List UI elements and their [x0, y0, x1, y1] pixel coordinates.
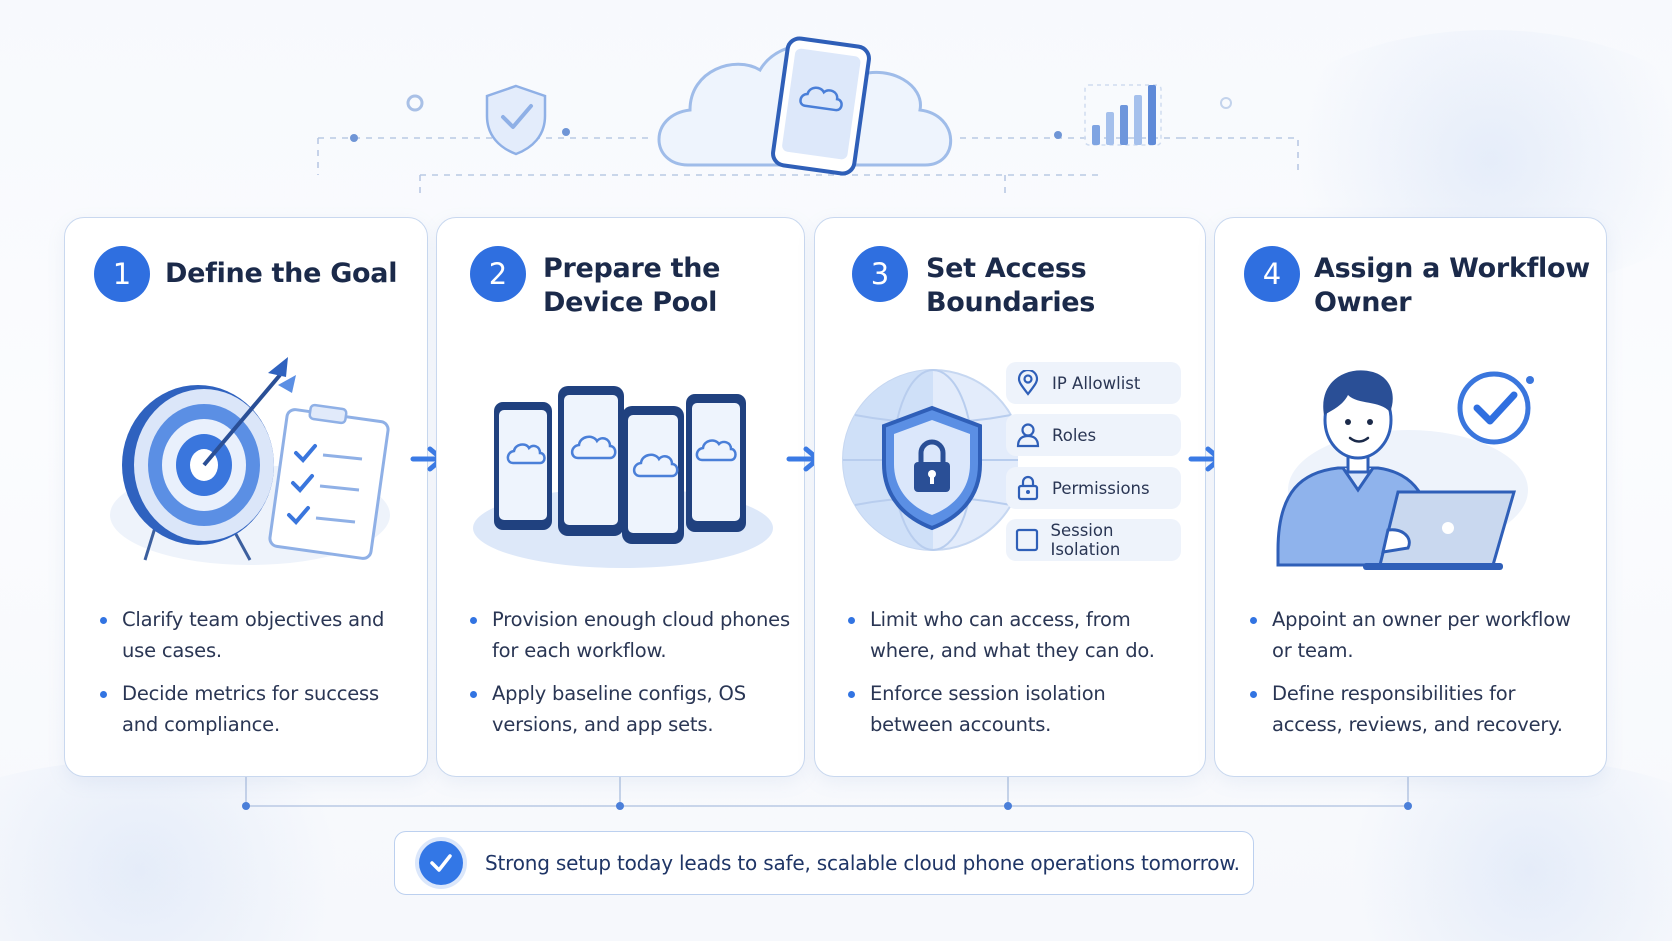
access-item-permissions: Permissions [1006, 467, 1181, 509]
cloud-phone-icon [657, 36, 953, 176]
step-title: Set Access Boundaries [926, 252, 1095, 320]
top-connector-lines [317, 137, 1299, 195]
connector-dot [1054, 131, 1062, 139]
laptop-icon [1363, 490, 1516, 570]
step-title-line: Assign a Workflow [1314, 253, 1590, 284]
target-checklist-illustration [110, 357, 390, 565]
square-icon [1014, 526, 1040, 554]
bottom-connector-lines [245, 777, 1409, 807]
ring-dot [406, 94, 424, 112]
check-badge-icon [1457, 371, 1534, 445]
step-number-badge: 1 [94, 246, 150, 302]
person-icon [1276, 370, 1435, 567]
access-item-label: Roles [1052, 425, 1097, 445]
access-item-label: IP Allowlist [1052, 373, 1141, 393]
ring-dot [1220, 97, 1232, 109]
step-title-line: Set Access [926, 253, 1087, 284]
access-item-roles: Roles [1006, 414, 1181, 456]
access-item-label: Permissions [1052, 478, 1150, 498]
check-circle-icon [419, 841, 463, 885]
access-item-ip-allowlist: IP Allowlist [1006, 362, 1181, 404]
access-item-session-isolation: Session Isolation [1006, 519, 1181, 561]
user-icon [1014, 421, 1042, 449]
step-number-badge: 3 [852, 246, 908, 302]
step-title-line: Prepare the [543, 253, 721, 284]
shield-lock-icon [882, 405, 982, 531]
step-title: Prepare the Device Pool [543, 252, 720, 320]
step-number-badge: 2 [470, 246, 526, 302]
access-item-label: Session Isolation [1050, 521, 1121, 559]
device-pool-illustration [473, 386, 773, 568]
phone-icon [622, 406, 684, 544]
target-icon [122, 357, 296, 561]
step-title: Assign a Workflow Owner [1314, 252, 1590, 320]
phone-icon [494, 402, 552, 530]
phone-icon [558, 386, 624, 536]
clipboard-icon [268, 403, 390, 560]
step-number-badge: 4 [1244, 246, 1300, 302]
step-title-line: Define the Goal [165, 258, 398, 289]
globe-shield-illustration [842, 369, 1018, 551]
step-title-line: Boundaries [926, 287, 1096, 318]
phone-icon [686, 394, 746, 532]
step-title-line: Owner [1314, 287, 1412, 318]
footer-text: Strong setup today leads to safe, scalab… [485, 851, 1240, 875]
padlock-icon [1014, 474, 1042, 502]
connector-dot [562, 128, 570, 136]
connector-dot [350, 134, 358, 142]
workflow-owner-illustration [1276, 370, 1534, 570]
step-title-line: Device Pool [543, 287, 718, 318]
location-pin-icon [1014, 369, 1042, 397]
shield-check-icon [485, 84, 547, 156]
step-title: Define the Goal [165, 257, 397, 291]
footer-banner: Strong setup today leads to safe, scalab… [394, 831, 1254, 895]
bar-chart-icon [1084, 84, 1162, 146]
